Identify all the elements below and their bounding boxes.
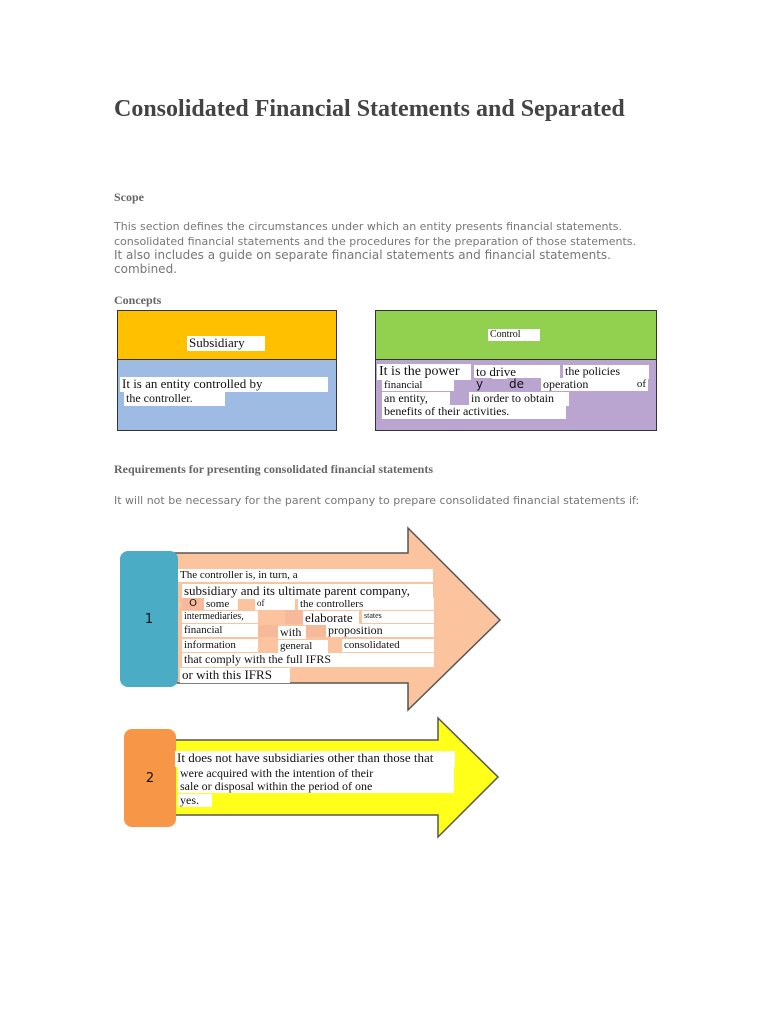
requirement-1-line-1: The controller is, in turn, a [178, 569, 433, 582]
control-definition-policies: the policies [563, 364, 649, 379]
concepts-heading: Concepts [114, 293, 162, 307]
requirement-1-some: some [204, 598, 238, 610]
scope-heading: Scope [114, 190, 144, 204]
requirement-2-line-4: yes. [178, 793, 212, 807]
requirement-1-financial: financial [182, 624, 258, 637]
requirement-1-states: states [362, 611, 434, 623]
requirement-1-line-7: that comply with the full IFRS [182, 652, 434, 667]
control-definition-of: of [621, 378, 648, 391]
requirement-2-line-1: It does not have subsidiaries other than… [175, 750, 455, 767]
subsidiary-header-box [117, 310, 337, 360]
control-label: Control [488, 329, 540, 341]
control-definition-drive: to drive [474, 364, 560, 379]
scope-paragraph-1: This section defines the circumstances u… [114, 220, 636, 248]
requirement-1-line-8: or with this IFRS [180, 667, 290, 683]
subsidiary-label: Subsidiary [187, 335, 265, 351]
requirement-1-intermediaries: intermediaries, [182, 611, 258, 623]
scope-paragraph-2: It also includes a guide on separate fin… [114, 248, 611, 276]
requirement-1-elaborate: elaborate [303, 610, 359, 625]
subsidiary-definition-line-1: It is an entity controlled by [120, 376, 328, 392]
requirement-2-line-2: were acquired with the intention of thei… [178, 766, 454, 780]
requirement-1-line-2: subsidiary and its ultimate parent compa… [182, 583, 433, 599]
requirements-heading: Requirements for presenting consolidated… [114, 462, 433, 476]
requirement-1-gap-1 [285, 610, 303, 624]
subsidiary-definition-line-2: the controller. [124, 391, 225, 406]
control-definition-de: de [507, 377, 543, 391]
control-definition-operation: operation [541, 377, 621, 391]
requirement-2-line-3: sale or disposal within the period of on… [178, 779, 454, 793]
requirement-1-consolidated: consolidated [342, 639, 434, 652]
requirement-1-gap-3 [306, 625, 326, 637]
control-definition-y: y [474, 377, 492, 391]
requirement-1-number-badge: 1 [120, 551, 178, 687]
page-title: Consolidated Financial Statements and Se… [114, 96, 625, 122]
requirement-1-of: of [255, 598, 295, 610]
requirement-1-o: O [182, 598, 204, 610]
control-definition-power: It is the power [377, 364, 471, 380]
requirement-1-controllers: the controllers [298, 598, 434, 610]
requirement-1-with: with [278, 625, 306, 639]
control-definition-obtain: in order to obtain [469, 391, 569, 406]
requirement-1-information: information [182, 639, 258, 652]
requirements-intro-paragraph: It will not be necessary for the parent … [114, 494, 640, 507]
requirement-1-proposition: proposition [326, 623, 434, 637]
control-definition-benefits: benefits of their activities. [382, 404, 566, 419]
requirement-1-general: general [278, 640, 328, 653]
control-definition-entity: an entity, [382, 391, 450, 406]
requirement-1-gap-2 [258, 625, 278, 637]
control-definition-financial: financial [382, 379, 454, 391]
requirement-2-number-badge: 2 [124, 729, 176, 827]
